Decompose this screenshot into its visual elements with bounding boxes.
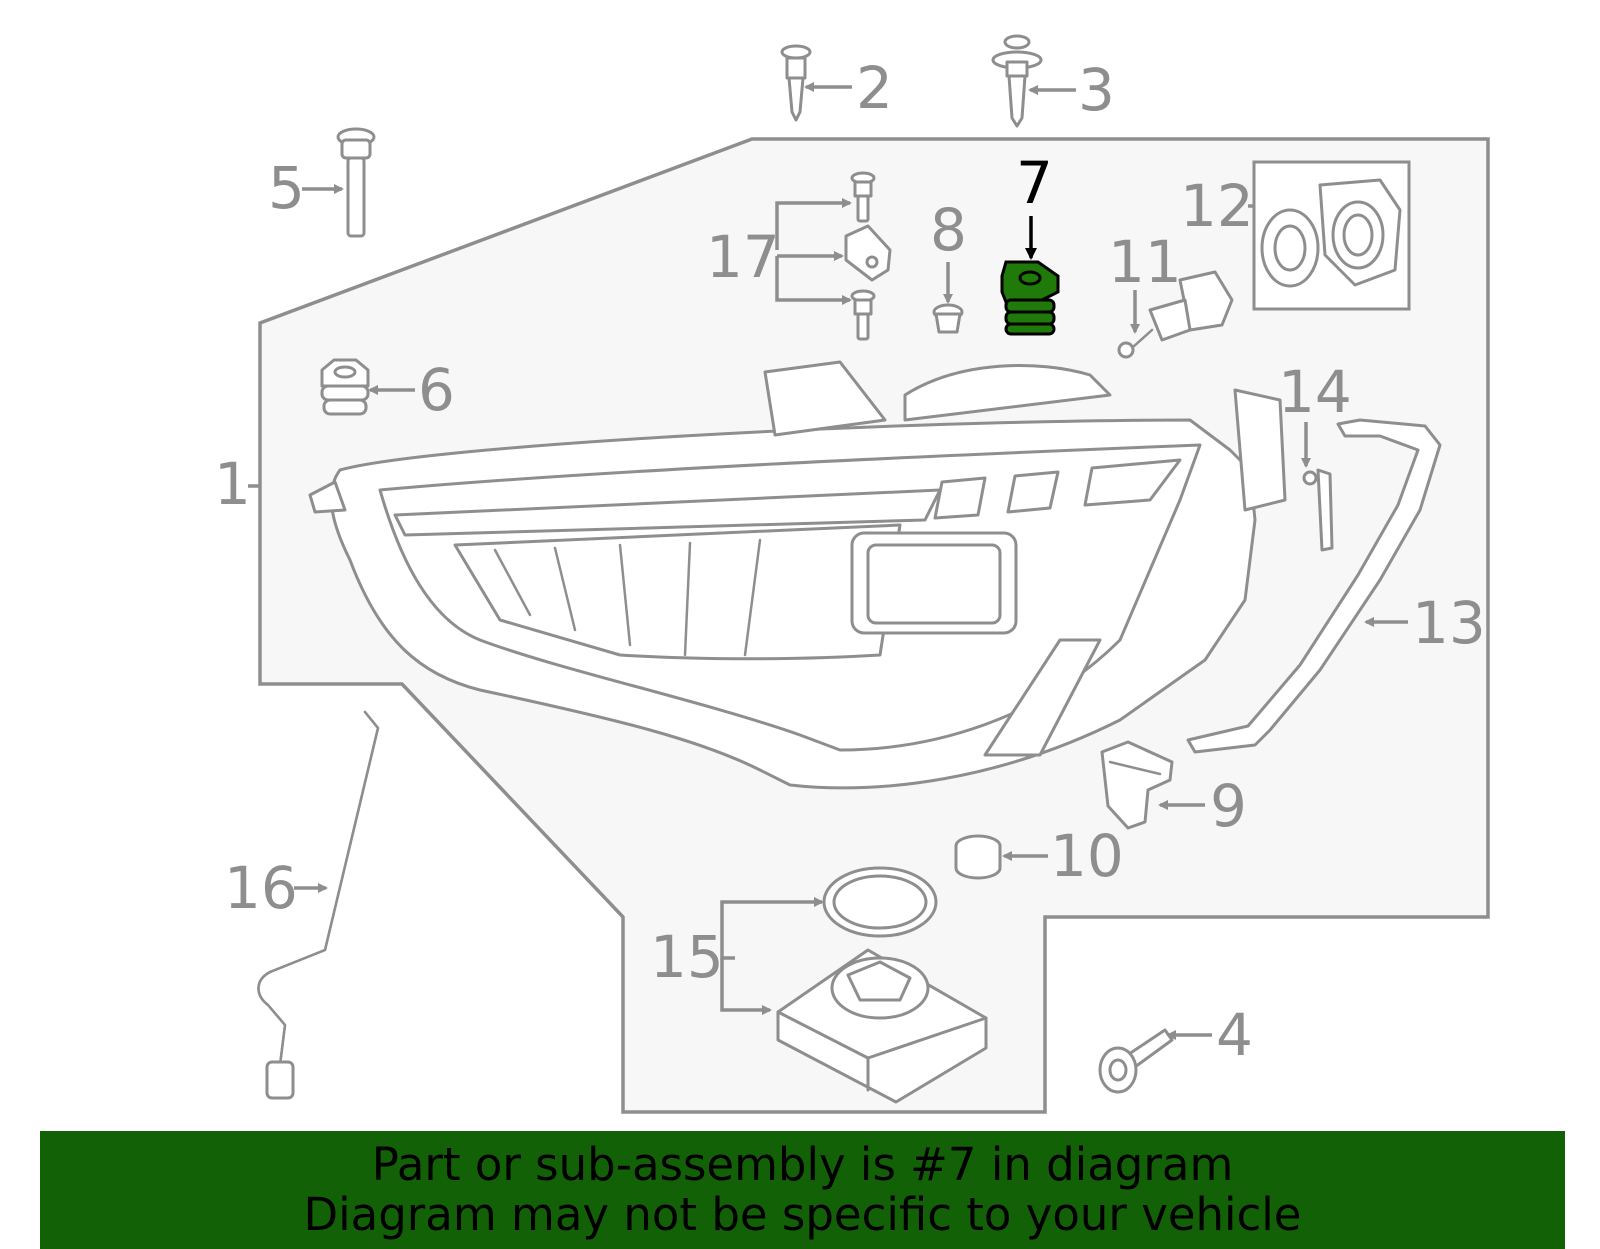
- screw-3: [991, 34, 1043, 128]
- bolt-5: [336, 127, 376, 238]
- banner-line-2: Diagram may not be specific to your vehi…: [303, 1188, 1302, 1241]
- callout-9: 9: [1210, 772, 1247, 840]
- info-banner: Part or sub-assembly is #7 in diagram Di…: [40, 1131, 1565, 1249]
- callout-2: 2: [856, 54, 893, 122]
- grommet-7-highlighted: [1000, 260, 1060, 336]
- leader-lines: [248, 82, 1408, 1040]
- bulb-11: [1117, 270, 1234, 359]
- trim-strip-13: [1186, 418, 1442, 754]
- callout-15: 15: [650, 923, 724, 991]
- callout-4: 4: [1216, 1001, 1253, 1069]
- callout-1: 1: [214, 450, 251, 518]
- spacer-10: [954, 834, 1002, 880]
- callout-17: 17: [706, 223, 780, 291]
- grommet-6: [320, 358, 370, 416]
- callout-7: 7: [1016, 149, 1053, 217]
- parts-17: [844, 171, 892, 341]
- seals-12: [1260, 178, 1402, 288]
- connector-16: [265, 1060, 295, 1100]
- callout-13: 13: [1412, 589, 1486, 657]
- screw-2: [780, 44, 812, 122]
- callout-8: 8: [930, 196, 967, 264]
- control-module-15: [776, 948, 988, 1104]
- bracket-9: [1100, 740, 1174, 830]
- seal-ring-15: [822, 866, 938, 938]
- banner-line-1: Part or sub-assembly is #7 in diagram: [371, 1138, 1234, 1191]
- callout-6: 6: [418, 356, 455, 424]
- callout-11: 11: [1108, 228, 1182, 296]
- callout-5: 5: [268, 154, 305, 222]
- callout-16: 16: [224, 854, 298, 922]
- headlamp-assembly: [308, 360, 1287, 790]
- callout-14: 14: [1278, 358, 1352, 426]
- callout-12: 12: [1180, 172, 1254, 240]
- clip-14: [1302, 468, 1334, 552]
- clip-8: [932, 303, 964, 334]
- callout-10: 10: [1050, 822, 1124, 890]
- bolt-4: [1098, 1028, 1174, 1094]
- callout-3: 3: [1078, 56, 1115, 124]
